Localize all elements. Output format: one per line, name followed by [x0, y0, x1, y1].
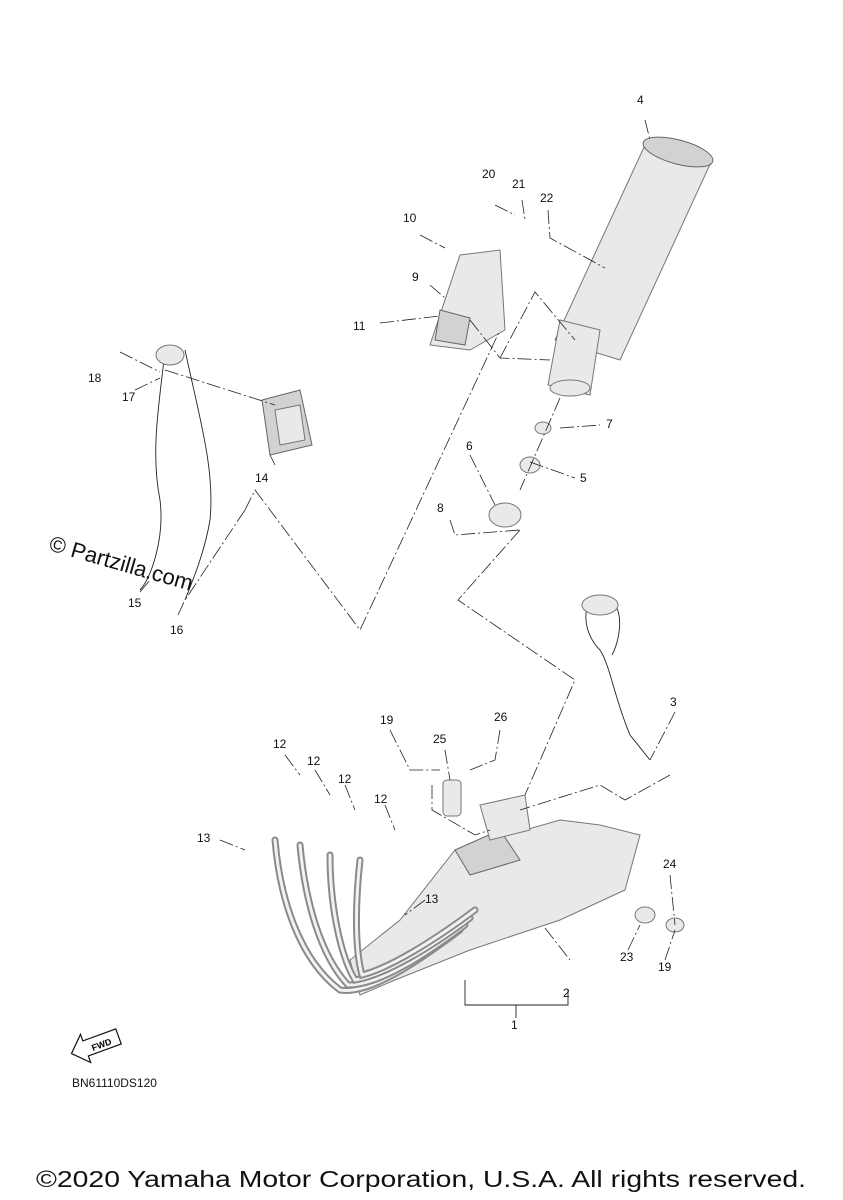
- fwd-arrow-icon: FWD: [70, 1028, 122, 1064]
- callout-12-a: 12: [273, 737, 287, 751]
- callout-12-d: 12: [374, 792, 388, 806]
- callout-17: 17: [122, 390, 136, 404]
- diagram-code: BN61110DS120: [72, 1076, 157, 1090]
- callout-23: 23: [620, 950, 634, 964]
- callout-13-left: 13: [197, 831, 211, 845]
- sensor-part-3[interactable]: [581, 594, 651, 761]
- callout-16: 16: [170, 623, 184, 637]
- callout-2: 2: [563, 986, 570, 1000]
- callout-5: 5: [580, 471, 587, 485]
- callout-22: 22: [540, 191, 554, 205]
- callout-12-b: 12: [307, 754, 321, 768]
- mount-part-25[interactable]: [442, 779, 462, 817]
- copyright-notice: ©2020 Yamaha Motor Corporation, U.S.A. A…: [36, 1166, 806, 1192]
- callout-11: 11: [353, 319, 366, 333]
- callout-20: 20: [482, 167, 496, 181]
- sensor-leads-parts-15-16[interactable]: [139, 344, 212, 601]
- exhaust-pipe-assembly-part-1[interactable]: [271, 794, 641, 996]
- callout-10: 10: [403, 211, 417, 225]
- clamp-part-6[interactable]: [488, 421, 552, 528]
- callout-12-c: 12: [338, 772, 352, 786]
- callout-13-right: 13: [425, 892, 439, 906]
- assembly-lines: [119, 119, 676, 1018]
- partzilla-watermark: © Partzilla.com: [47, 531, 196, 596]
- callout-24: 24: [663, 857, 677, 871]
- callout-labels: 4 20 21 22 10 9 11 18 17 14 7 5 6 8 15 1…: [88, 93, 677, 1032]
- muffler-part-4[interactable]: [547, 131, 716, 397]
- callout-18: 18: [88, 371, 102, 385]
- bracket-part-23[interactable]: [634, 906, 685, 933]
- callout-9: 9: [412, 270, 419, 284]
- callout-26: 26: [494, 710, 508, 724]
- callout-21: 21: [512, 177, 526, 191]
- callout-1: 1: [511, 1018, 518, 1032]
- callout-4: 4: [637, 93, 644, 107]
- callout-6: 6: [466, 439, 473, 453]
- callout-3: 3: [670, 695, 677, 709]
- protector-part-9[interactable]: [429, 249, 506, 351]
- callout-7: 7: [606, 417, 613, 431]
- callout-14: 14: [255, 471, 269, 485]
- cover-part-14[interactable]: [261, 389, 313, 456]
- callout-15: 15: [128, 596, 142, 610]
- callout-19-upper: 19: [380, 713, 394, 727]
- callout-8: 8: [437, 501, 444, 515]
- callout-19-lower: 19: [658, 960, 672, 974]
- callout-25: 25: [433, 732, 447, 746]
